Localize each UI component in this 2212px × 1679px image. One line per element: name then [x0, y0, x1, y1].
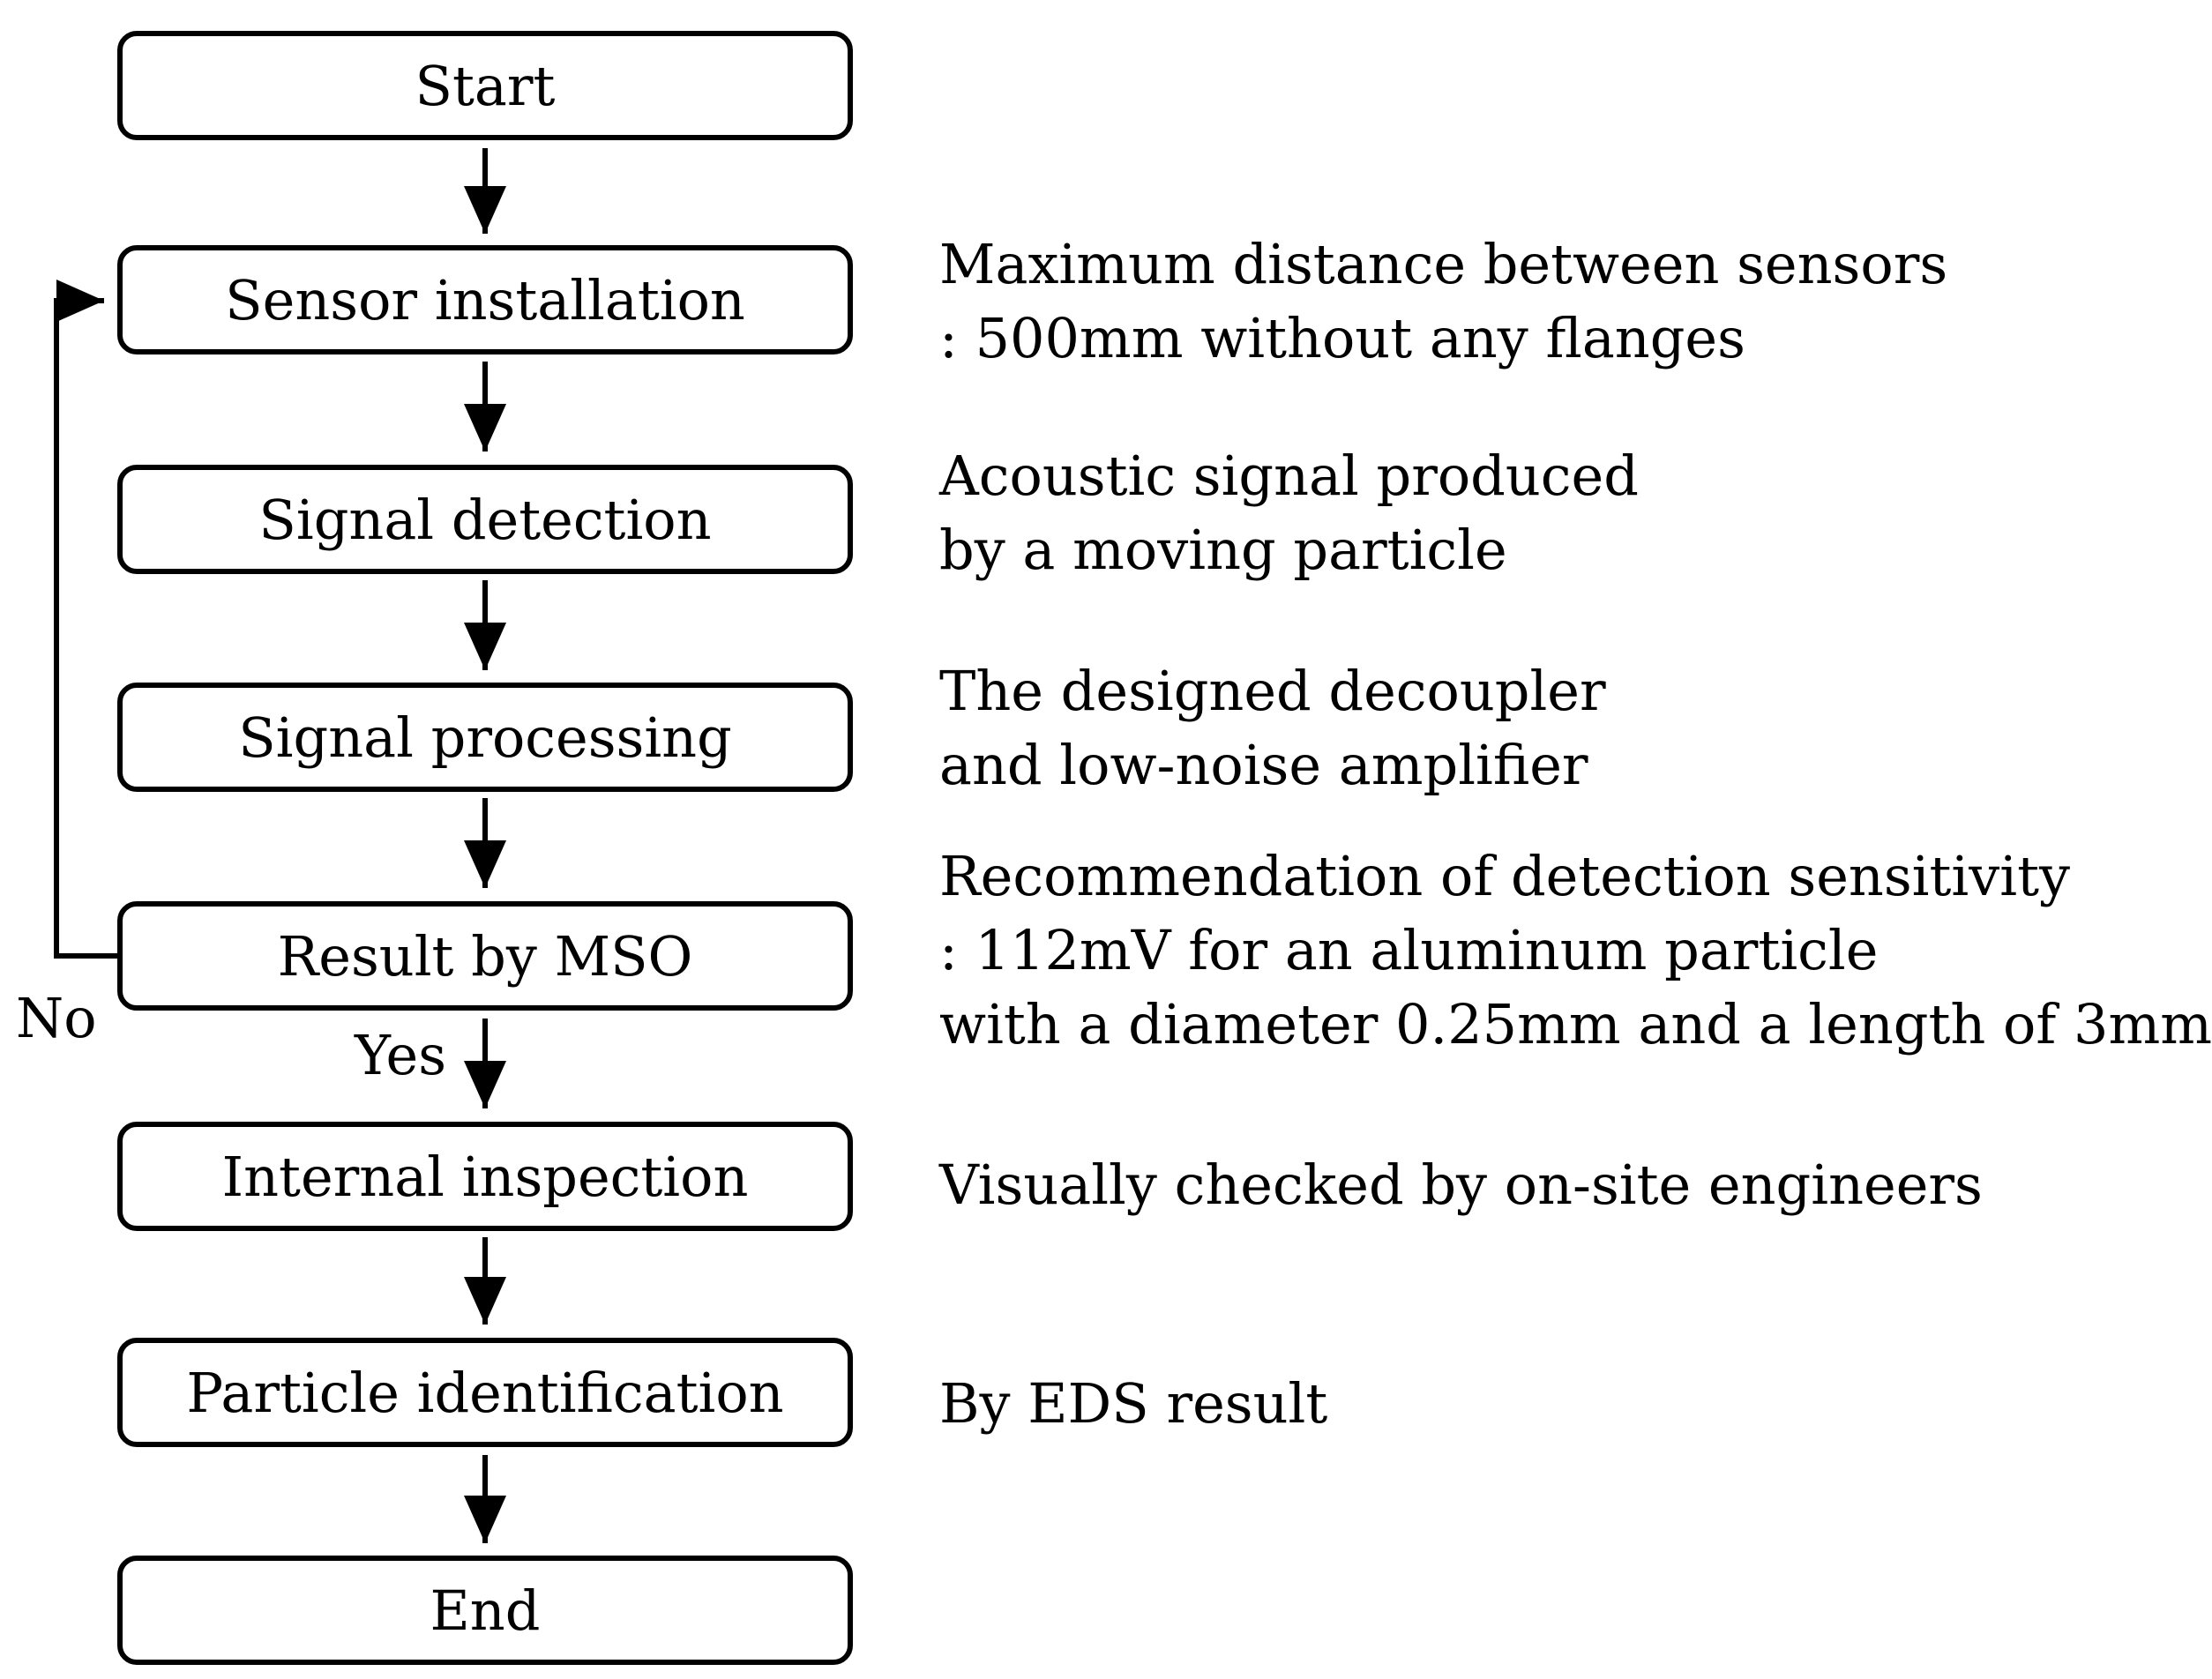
- step-end: End: [117, 1556, 853, 1665]
- step-particle-identification: Particle identification: [117, 1338, 853, 1447]
- note-signal-detection: Acoustic signal produced by a moving par…: [939, 439, 1639, 587]
- branch-label-yes: Yes: [355, 1023, 447, 1087]
- note-line: by a moving particle: [939, 518, 1507, 582]
- note-internal-inspection: Visually checked by on-site engineers: [939, 1148, 1983, 1222]
- note-particle-identification: By EDS result: [939, 1367, 1327, 1441]
- flowchart-canvas: Start Sensor installation Signal detecti…: [16, 31, 2212, 1665]
- step-result-by-mso: Result by MSO: [117, 901, 853, 1011]
- step-sensor-installation: Sensor installation: [117, 245, 853, 354]
- step-particle-identification-label: Particle identification: [186, 1360, 784, 1425]
- step-result-by-mso-label: Result by MSO: [277, 923, 693, 989]
- connector-layer: [54, 148, 506, 1543]
- note-line: : 500mm without any flanges: [939, 306, 1745, 370]
- step-internal-inspection-label: Internal inspection: [221, 1144, 749, 1209]
- note-line: Acoustic signal produced: [939, 444, 1639, 508]
- step-sensor-installation-label: Sensor installation: [225, 267, 745, 332]
- step-start-label: Start: [415, 53, 556, 118]
- note-result-by-mso: Recommendation of detection sensitivity …: [939, 840, 2212, 1062]
- step-signal-processing-label: Signal processing: [238, 705, 732, 770]
- step-signal-detection: Signal detection: [117, 465, 853, 574]
- branch-label-no: No: [16, 986, 97, 1050]
- step-start: Start: [117, 31, 853, 140]
- note-line: with a diameter 0.25mm and a length of 3…: [939, 992, 2212, 1056]
- note-sensor-installation: Maximum distance between sensors : 500mm…: [939, 228, 1947, 376]
- step-signal-processing: Signal processing: [117, 683, 853, 792]
- note-line: Maximum distance between sensors: [939, 232, 1948, 296]
- step-end-label: End: [430, 1578, 541, 1643]
- note-line: : 112mV for an aluminum particle: [939, 918, 1879, 982]
- note-line: Visually checked by on-site engineers: [939, 1153, 1983, 1217]
- arrow-no-feedback-loop: [54, 280, 117, 959]
- step-signal-detection-label: Signal detection: [258, 487, 712, 552]
- note-line: and low-noise amplifier: [939, 733, 1588, 797]
- note-signal-processing: The designed decoupler and low-noise amp…: [939, 654, 1606, 802]
- note-line: By EDS result: [939, 1371, 1328, 1436]
- note-line: The designed decoupler: [939, 659, 1606, 723]
- note-line: Recommendation of detection sensitivity: [939, 844, 2071, 908]
- step-internal-inspection: Internal inspection: [117, 1122, 853, 1231]
